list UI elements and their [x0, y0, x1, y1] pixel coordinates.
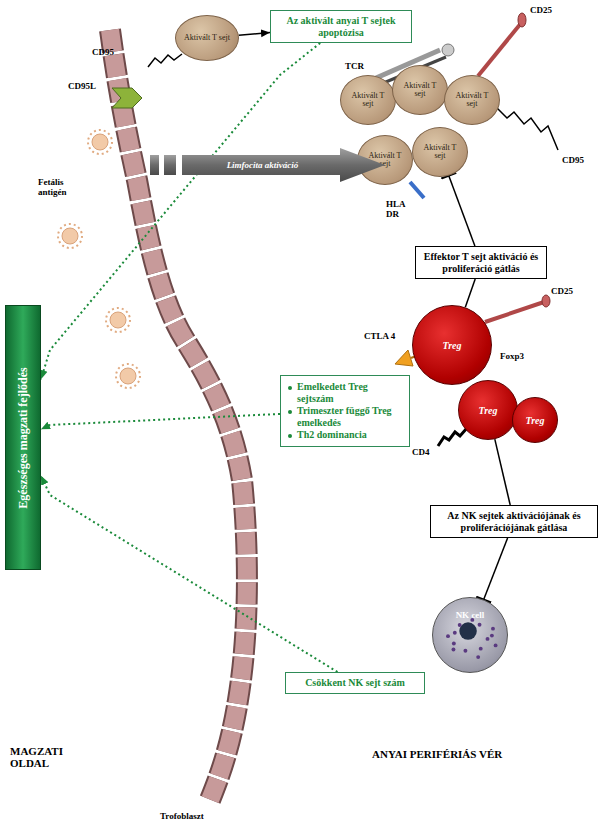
label: CD4 [412, 448, 430, 458]
trophoblast-chain [110, 30, 247, 800]
node-text: Aktivált T sejt [184, 34, 230, 42]
treg-cell: Treg [458, 380, 518, 440]
node-text: Emelkedett Treg sejtszám [287, 381, 403, 404]
label: Fetális antigén [38, 178, 90, 198]
node-text: Treg [478, 405, 497, 416]
label: MAGZATI OLDAL [10, 745, 94, 769]
treg-cell: Treg [412, 305, 492, 385]
node-text: Limfocita aktiváció [190, 148, 335, 182]
result-box: Emelkedett Treg sejtszámTrimeszter függő… [280, 375, 410, 447]
node-text: Az NK sejtek aktivációjának és proliferá… [437, 510, 591, 533]
cd25-receptor [485, 302, 544, 322]
label: CD25 [530, 6, 552, 16]
node-text: Aktivált T sejt [347, 92, 389, 109]
hla-dr [410, 182, 424, 198]
label: Foxp3 [500, 352, 524, 362]
connector [239, 33, 270, 36]
ctla4 [395, 350, 413, 366]
t-cell: Aktivált T sejt [444, 75, 500, 125]
node-text: Th2 dominancia [287, 429, 403, 441]
connector [465, 279, 475, 307]
fetal-antigens [58, 130, 140, 388]
node-text: Csökkent NK sejt szám [292, 677, 418, 689]
node-text: Egészséges magzati fejlődés [16, 305, 31, 570]
cd95-receptor [148, 54, 182, 67]
node-text: NK cell [433, 610, 507, 620]
node-text: Treg [525, 415, 544, 426]
node-text: Aktivált T sejt [419, 144, 461, 161]
treg-cell: Treg [512, 397, 558, 443]
trophoblast-chain-fill [110, 30, 247, 800]
connector [449, 176, 475, 246]
connector [41, 43, 320, 379]
outcome-bar: Egészséges magzati fejlődés [5, 305, 41, 570]
label: Trofoblaszt [160, 812, 204, 822]
node-text: Aktivált T sejt [451, 92, 493, 109]
label: CD25 [551, 287, 573, 297]
connector [41, 476, 338, 672]
antigen-mhc [442, 44, 454, 56]
t-cell: Aktivált T sejt [340, 75, 396, 125]
label: CTLA 4 [364, 332, 395, 342]
result-box: Csökkent NK sejt szám [285, 672, 425, 694]
node-text: Az aktivált anyai T sejtek apoptózisa [277, 15, 405, 38]
label: CD95 [92, 48, 114, 58]
connector [484, 538, 508, 600]
label: ANYAI PERIFÉRIÁS VÉR [372, 748, 502, 760]
cd25-receptor [542, 295, 550, 307]
nk-cell: NK cell [432, 597, 508, 673]
cd25-receptor [518, 13, 526, 27]
process-box: Effektor T sejt aktiváció és proliferáci… [415, 246, 547, 279]
label: HLA DR [386, 200, 414, 220]
process-box: Az NK sejtek aktivációjának és proliferá… [430, 505, 598, 538]
label: TCR [345, 62, 364, 72]
node-text: Aktivált T sejt [399, 82, 441, 99]
cd95-receptor [497, 108, 558, 150]
cd25-receptor [478, 22, 522, 76]
activation-arrow: Limfocita aktiváció [150, 148, 385, 182]
t-cell: Aktivált T sejt [412, 127, 468, 177]
t-cell: Aktivált T sejt [392, 65, 448, 115]
connector [495, 439, 510, 505]
result-box: Az aktivált anyai T sejtek apoptózisa [270, 10, 412, 43]
node-text: Trimeszter függő Treg emelkedés [287, 405, 403, 428]
label: CD95L [68, 82, 96, 92]
t-cell: Aktivált T sejt [175, 15, 239, 61]
node-text: Effektor T sejt aktiváció és proliferáci… [422, 251, 540, 274]
label: CD95 [562, 156, 584, 166]
granules [433, 598, 507, 672]
cd95l-ligand [112, 88, 142, 108]
cd4-receptor [438, 428, 467, 446]
node-text: Treg [442, 340, 461, 351]
connector [41, 414, 280, 429]
